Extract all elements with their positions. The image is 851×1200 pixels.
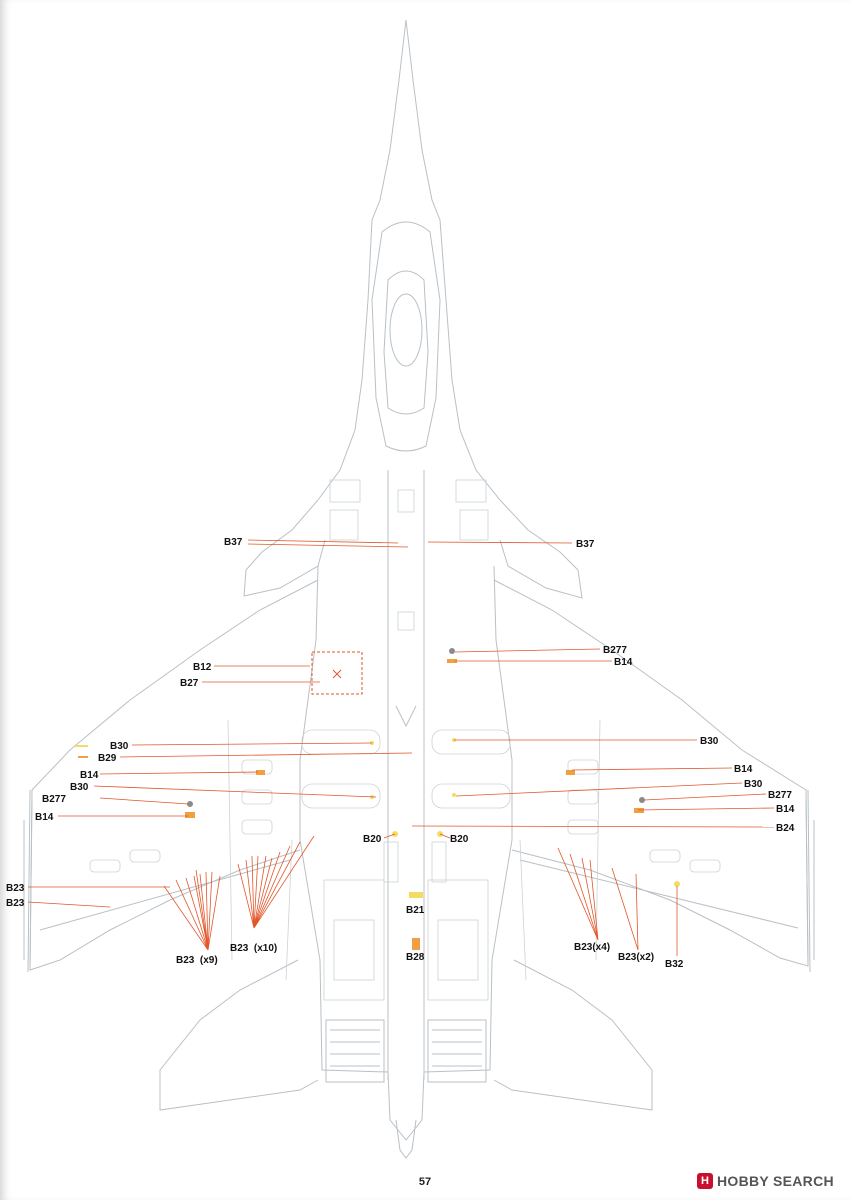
label-b20-right: B20 <box>450 834 469 845</box>
label-b14-l2: B14 <box>35 812 54 823</box>
label-b23-x9: B23 (x9) <box>176 955 218 966</box>
hobby-search-logo-icon: H <box>697 1173 713 1189</box>
label-b30-l1: B30 <box>110 741 129 752</box>
callout-labels: B37 B37 B277 B14 B12 B27 B30 B29 B14 B30… <box>6 537 795 970</box>
watermark-text: HOBBY SEARCH <box>717 1173 834 1189</box>
panel-details <box>89 479 721 1001</box>
label-b20-left: B20 <box>363 834 382 845</box>
label-b30-r2: B30 <box>744 779 763 790</box>
label-b28: B28 <box>406 952 425 963</box>
label-b12: B12 <box>193 662 212 673</box>
label-b14-r2: B14 <box>776 804 795 815</box>
label-b21: B21 <box>406 905 425 916</box>
label-b37-right: B37 <box>576 539 595 550</box>
label-b23-b: B23 <box>6 898 25 909</box>
label-b14-top: B14 <box>614 657 633 668</box>
label-b30-l2: B30 <box>70 782 89 793</box>
label-b23-x10: B23 (x10) <box>230 943 277 954</box>
watermark: H HOBBY SEARCH <box>697 1171 834 1191</box>
label-b277-top: B277 <box>603 645 627 656</box>
aircraft-outline <box>23 19 815 1159</box>
label-b29: B29 <box>98 753 117 764</box>
label-b27: B27 <box>180 678 199 689</box>
label-b277-left: B277 <box>42 794 66 805</box>
label-b32: B32 <box>665 959 684 970</box>
decal-markers <box>74 648 680 950</box>
label-b14-r1: B14 <box>734 764 753 775</box>
label-b23-a: B23 <box>6 883 25 894</box>
label-b23-x2: B23(x2) <box>618 952 654 963</box>
label-b37-left: B37 <box>224 537 243 548</box>
label-b14-l1: B14 <box>80 770 99 781</box>
leader-lines <box>27 539 775 956</box>
label-b30-r1: B30 <box>700 736 719 747</box>
b12-hatch-panel <box>311 651 363 695</box>
page-number: 57 <box>418 1176 432 1188</box>
label-b23-x4: B23(x4) <box>574 942 610 953</box>
label-b277-right: B277 <box>768 790 792 801</box>
label-b24: B24 <box>776 823 795 834</box>
